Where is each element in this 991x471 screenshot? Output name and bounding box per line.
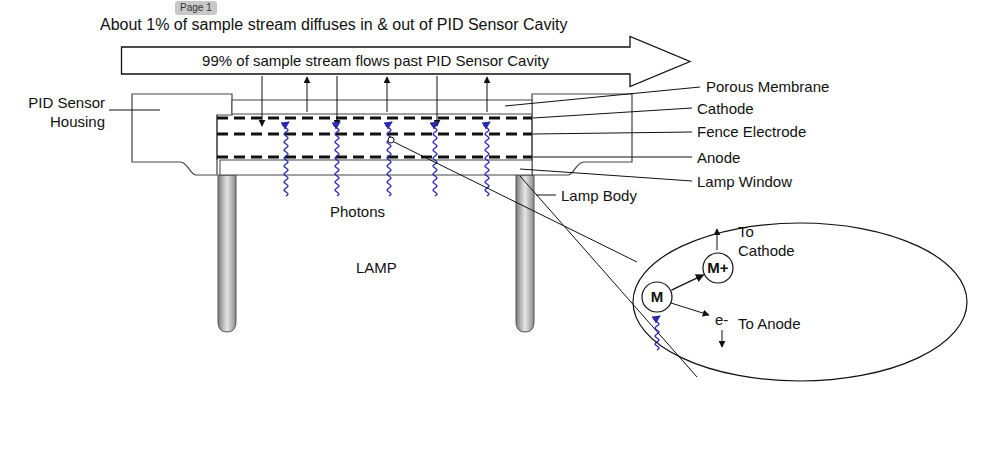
leader-line xyxy=(505,87,700,106)
diffusion-arrow xyxy=(262,76,263,126)
lamp-body-leg xyxy=(218,175,236,332)
node-text: 99% of sample stream flows past PID Sens… xyxy=(121,47,630,74)
photon-squiggle xyxy=(655,316,660,350)
page-badge: Page 1 xyxy=(175,1,217,15)
diffusion-arrow xyxy=(437,76,438,126)
leader-line xyxy=(533,132,692,134)
electron-arrow xyxy=(671,303,709,315)
node-text: To Anode xyxy=(738,314,802,333)
flow-arrow-outline xyxy=(121,36,691,87)
part-label: Photons xyxy=(330,202,385,221)
leader-line xyxy=(109,110,160,111)
diffusion-arrow xyxy=(337,76,338,126)
cavity-wall xyxy=(217,115,218,160)
ion-circle-outline xyxy=(702,252,734,284)
part-label: LAMP xyxy=(356,258,397,277)
molecule-circle-outline xyxy=(641,281,673,313)
sensor-housing xyxy=(532,94,632,175)
photon-group xyxy=(284,122,660,350)
node-text: To Cathode xyxy=(738,222,802,260)
leader-line xyxy=(520,169,692,181)
cathode-electrode xyxy=(217,117,532,120)
molecule-marker xyxy=(388,137,394,143)
part-label: Lamp Window xyxy=(697,172,792,191)
node-text: M+ xyxy=(702,252,734,284)
part-label: Lamp Body xyxy=(561,186,637,205)
inset-ellipse: To Cathode e- To Anode M M+ xyxy=(632,222,968,382)
node-text: M xyxy=(641,281,673,313)
lamp-body-leg xyxy=(516,175,534,332)
zoom-leader xyxy=(520,176,697,377)
photon-squiggle xyxy=(387,122,392,196)
part-label: Anode xyxy=(697,148,740,167)
flow-arrow: 99% of sample stream flows past PID Sens… xyxy=(121,36,691,87)
node-text: e- xyxy=(715,310,728,329)
photon-squiggle xyxy=(284,122,289,196)
circle-outline xyxy=(642,282,672,312)
photon-squiggle xyxy=(433,122,438,196)
zoom-leader xyxy=(394,142,637,262)
part-label: Fence Electrode xyxy=(697,122,806,141)
ion-direction-arrow xyxy=(717,229,718,250)
electron-direction-arrow xyxy=(722,330,723,347)
leader-line xyxy=(533,108,692,118)
note-text: About 1% of sample stream diffuses in & … xyxy=(100,15,567,34)
leader-line xyxy=(536,195,556,196)
part-label: Cathode xyxy=(697,99,754,118)
diffusion-arrow xyxy=(307,77,308,112)
part-label: PID Sensor Housing xyxy=(10,93,105,131)
inset-ellipse-outline xyxy=(632,222,968,382)
leader-line xyxy=(533,157,692,158)
part-label: Porous Membrane xyxy=(706,77,829,96)
reaction-arrow xyxy=(671,275,703,290)
circle-outline xyxy=(703,253,733,283)
inset-outline xyxy=(633,223,967,381)
photon-squiggle xyxy=(335,122,340,196)
diffusion-arrow xyxy=(487,77,488,112)
molecule-circle: M xyxy=(641,281,673,313)
arrow-outline xyxy=(122,37,691,87)
diffusion-arrow xyxy=(387,77,388,112)
ion-circle: M+ xyxy=(702,252,734,284)
photon-squiggle xyxy=(485,122,490,196)
cavity-wall xyxy=(532,115,533,160)
